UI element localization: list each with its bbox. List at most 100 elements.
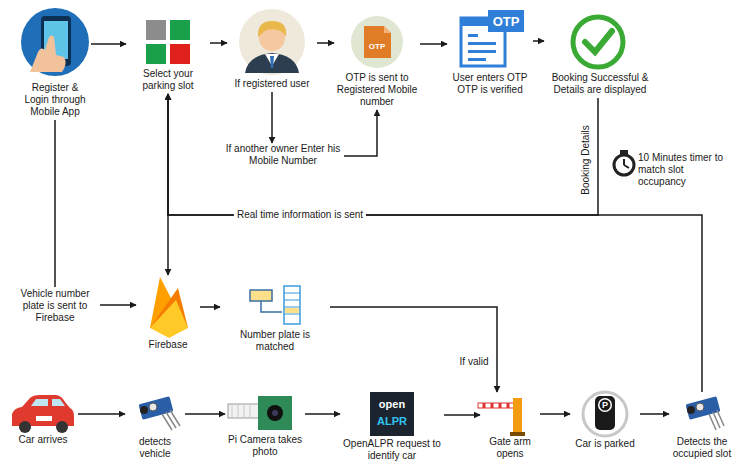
success-check-icon-part [573,17,623,67]
ir-sensor-icon-part [696,403,704,411]
ir-sensor-icon [138,396,180,430]
node-caption: If another owner Enter his Mobile Number [224,143,342,167]
parked-car-icon-part [583,392,627,436]
matching-icon-part [261,301,282,312]
flow-arrow [210,42,227,44]
openalpr-logo [370,392,414,436]
pi-camera-icon-part [258,396,292,430]
otp-document-icon-part [364,26,391,58]
hardware-step: detects vehicle [125,392,185,462]
gate-barrier-icon-part [513,398,522,434]
otp-screen-icon-part [468,42,496,45]
flow-arrow [168,94,702,392]
user-avatar-icon-part [245,53,299,73]
otp-screen-icon-part [488,10,524,32]
logo-text: open [379,399,405,410]
hardware-step: Car is parked [570,390,640,452]
ir-sensor-icon [685,396,724,430]
flow-arrow [305,413,340,415]
pi-camera-icon-part [267,405,283,421]
node-caption: OTP is sent to Registered Mobile number [336,72,418,108]
user-avatar-icon [239,9,305,75]
flow-arrow [168,94,598,215]
pi-camera-icon [228,396,292,430]
flow-arrow [55,120,136,305]
edge-label: If valid [457,355,492,369]
icon-text: OTP [369,43,385,51]
node-caption: Select your parking slot [128,68,208,92]
mobile-app-icon-part [21,8,89,76]
otp-screen-icon [461,10,524,66]
slot-grid-icon-part [170,20,190,40]
matching-icon [250,286,300,324]
node-caption: Register & Login through Mobile App [21,82,89,118]
branch-note: If another owner Enter his Mobile Number [222,143,344,169]
node-caption: OpenALPR request to identify car [342,438,442,462]
slot-grid-icon-part [146,20,166,40]
user-avatar-icon-part [258,21,286,37]
app-step: Booking Successful & Details are display… [544,14,656,98]
matching-icon-part [284,286,300,324]
hardware-step: Pi Camera takes photo [225,394,305,460]
slot-grid-icon [146,20,190,64]
parked-car-icon-part [595,396,615,430]
gate-barrier-icon-part [484,403,508,408]
flow-arrow [444,414,480,416]
flow-arrow [317,42,334,44]
otp-screen-icon-part [468,50,496,53]
pi-camera-icon-part [228,404,260,418]
node-caption: Gate arm opens [482,436,538,460]
ir-sensor-icon-part [709,410,724,430]
success-check-icon [573,17,623,67]
otp-document-icon-part [384,26,391,33]
flow-arrow [185,413,225,415]
app-step: OTP is sent to Registered Mobile number [334,16,420,110]
ir-sensor-icon-part [687,406,695,414]
database-node: Firebase [136,275,200,353]
flow-arrow [271,92,273,143]
firebase-icon [150,277,188,338]
matching-icon-part [250,290,272,301]
hardware-step: Gate arm opens [480,392,540,462]
ir-sensor-icon-part [140,406,148,414]
timer-icon-part [620,150,628,154]
node-caption: Pi Camera takes photo [227,434,303,458]
parking-sign: P [602,401,608,410]
gate-barrier-icon-part [510,432,525,436]
node-caption: Number plate is matched [222,329,328,353]
flow-arrow [533,40,544,42]
user-avatar-icon-part [270,56,274,68]
app-step: Register & Login through Mobile App [19,6,91,120]
icon-text: OTP [493,15,520,28]
slot-grid-icon-part [146,44,166,64]
timer-icon-part [614,155,634,175]
app-step: If registered user [227,8,317,92]
node-caption: User enters OTP [449,72,531,84]
firebase-icon-part [150,300,188,338]
app-step: User enters OTPOTP is verified [447,10,533,98]
node-caption: If registered user [229,78,315,90]
car-icon-part [12,395,74,426]
flow-arrow [420,43,447,45]
car-icon-part [19,421,31,433]
otp-screen-icon-part [468,58,486,61]
mobile-app-icon [21,8,89,76]
otp-document-icon [351,16,403,68]
success-check-icon-part [585,31,612,52]
node-caption: Booking Successful & Details are display… [546,72,654,96]
node-caption: Firebase [138,339,198,351]
ir-sensor-icon-part [162,410,180,430]
openalpr-logo-part [370,392,414,436]
app-step: Select your parking slot [126,18,210,94]
timer-icon [614,150,634,175]
parked-car-icon-part [600,400,611,411]
node-caption: detects vehicle [127,436,183,460]
gate-barrier-icon-part [478,403,516,408]
edge-label: Vehicle number plate is sent to Firebase [10,287,100,325]
mobile-app-icon-part [30,36,66,72]
otp-screen-icon-part [468,34,478,37]
